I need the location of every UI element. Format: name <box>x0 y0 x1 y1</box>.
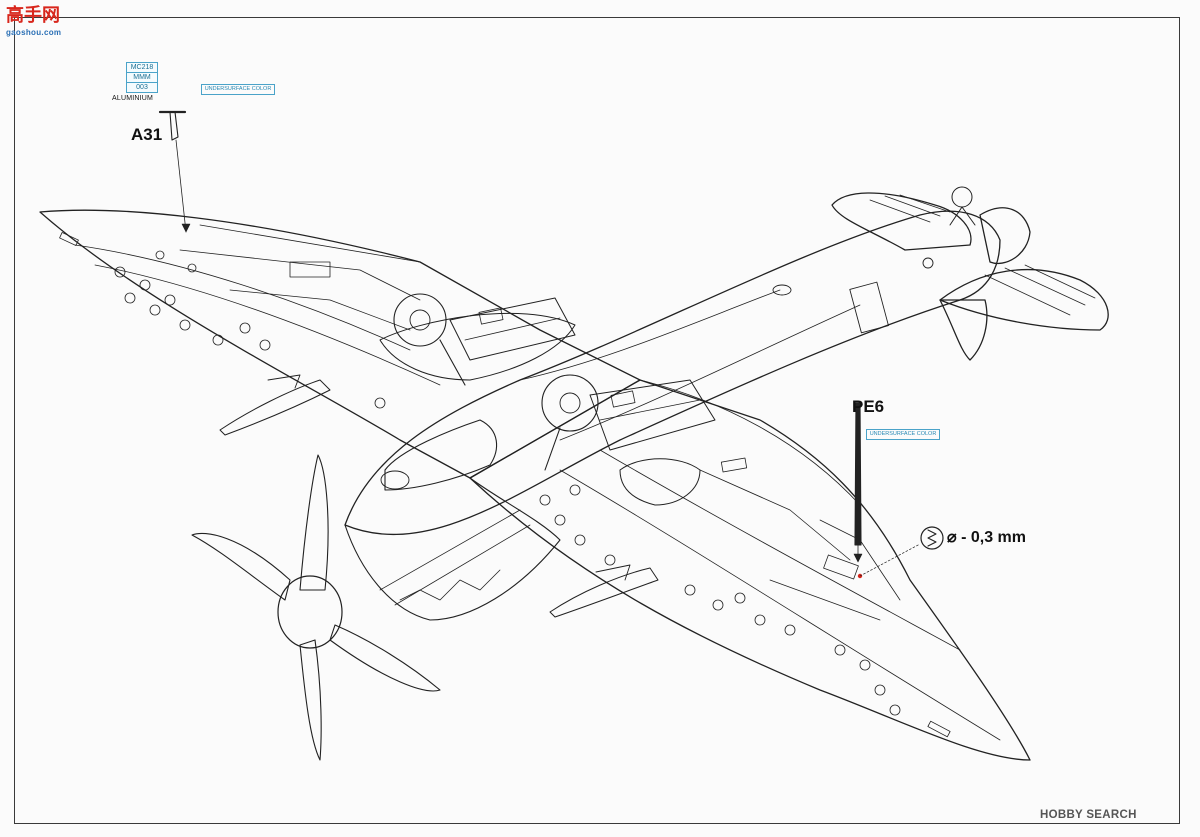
a31-part <box>169 111 179 141</box>
paint-code-number: 003 <box>136 84 148 91</box>
a31-color-callout: UNDERSURFACE COLOR <box>201 84 275 95</box>
left-wing-panels <box>114 250 386 409</box>
a31-leader-line <box>175 139 187 233</box>
propeller-blade-top <box>299 454 329 591</box>
drawing-frame <box>14 17 1180 824</box>
right-tailplane <box>939 269 1109 331</box>
top-watermark-site: gaoshou.com <box>6 28 62 37</box>
left-main-wheel <box>393 293 447 347</box>
propeller-blade-right <box>329 624 441 692</box>
tail-wheel <box>951 186 973 208</box>
propeller-blade-bottom <box>299 639 322 761</box>
drill-size-label: ⌀ - 0,3 mm <box>947 529 1026 546</box>
paint-code-box: MC218 MMM 003 <box>126 62 158 93</box>
paint-code-mmm: MMM <box>127 73 157 83</box>
fuselage <box>344 210 1001 535</box>
fin <box>939 299 988 361</box>
top-watermark: 高手网 gaoshou.com <box>6 6 61 42</box>
top-watermark-logo: 高手网 <box>6 5 60 25</box>
part-label-a31: A31 <box>131 125 163 144</box>
right-gear-bay <box>619 458 701 506</box>
radiator <box>384 419 498 491</box>
left-wing <box>39 209 641 479</box>
left-gear-bay <box>379 312 576 381</box>
right-wing <box>469 379 1031 761</box>
left-gear-door <box>449 297 576 361</box>
pe6-color-callout: UNDERSURFACE COLOR <box>866 429 940 440</box>
right-main-wheel <box>541 374 599 432</box>
engine-cowling <box>344 477 561 621</box>
propeller-spinner <box>277 575 343 649</box>
left-tailplane <box>831 192 972 251</box>
rudder <box>979 207 1031 264</box>
right-gear-door <box>589 379 716 451</box>
right-wing-panels <box>539 484 901 716</box>
paint-code-mc: MC218 <box>127 63 157 73</box>
propeller-blade-left <box>191 532 291 601</box>
drill-icon <box>920 526 944 550</box>
bottom-watermark: HOBBY SEARCH <box>1040 809 1137 821</box>
right-underwing-store <box>549 567 659 618</box>
paint-name: ALUMINIUM <box>112 95 154 102</box>
part-label-pe6: PE6 <box>852 397 885 416</box>
left-underwing-store <box>219 379 331 436</box>
pe6-part <box>854 402 862 546</box>
